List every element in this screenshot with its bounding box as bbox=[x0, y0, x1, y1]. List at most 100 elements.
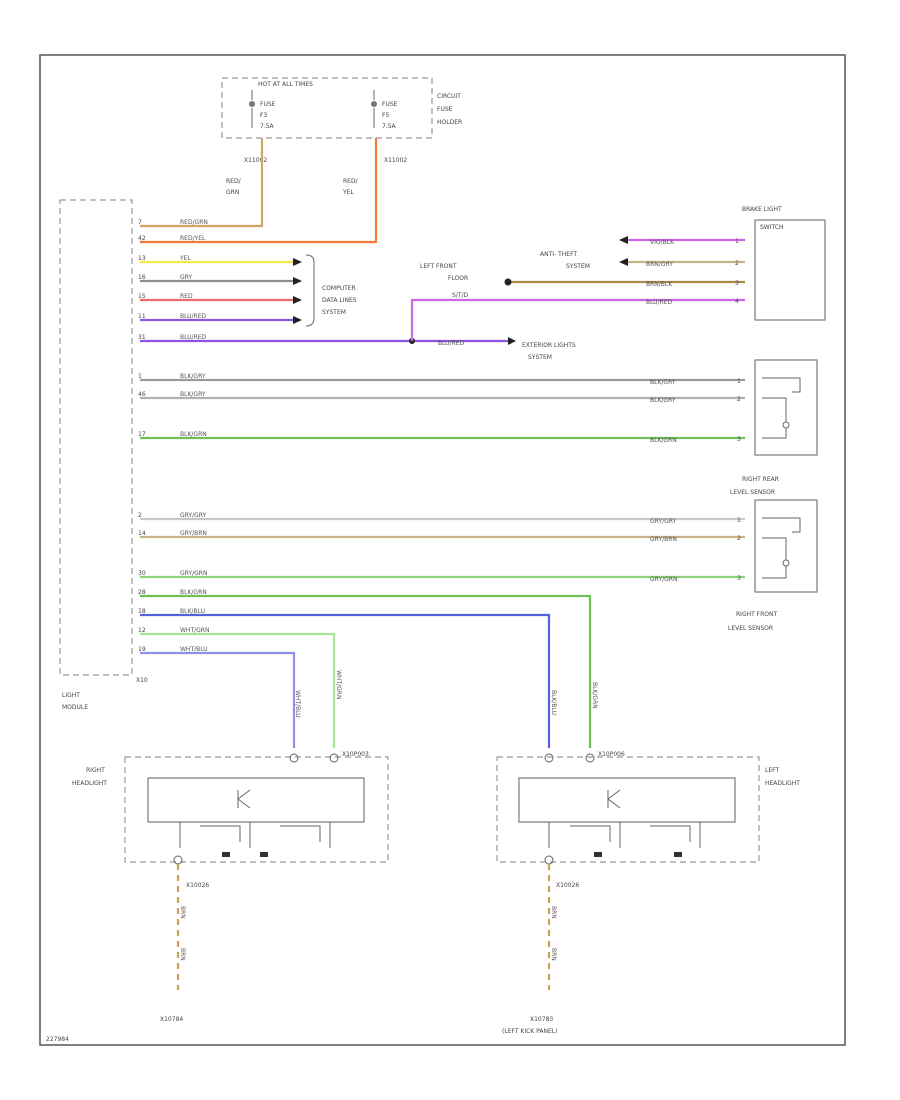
pin-number: 30 bbox=[138, 570, 146, 577]
pin-wire-label: GRY/BRN bbox=[180, 530, 207, 537]
brake-light-switch bbox=[754, 219, 826, 321]
pin-wire-label: GRY/GRN bbox=[180, 570, 207, 577]
right-hl-wire-2: WHT/GRN bbox=[335, 670, 342, 699]
brake-wire-1: VIO/BLK bbox=[650, 239, 675, 246]
ground-left-label-1: X10783 bbox=[530, 1016, 553, 1023]
pin-wire-label: GRY bbox=[180, 274, 192, 281]
computer-data-label-1: COMPUTER bbox=[322, 285, 356, 292]
fuse-conn-left: X11002 bbox=[244, 157, 267, 164]
exterior-wire-label: BLU/RED bbox=[438, 340, 465, 347]
pin-wire-label: BLU/RED bbox=[180, 313, 207, 320]
pin-wire-label: BLK/BLU bbox=[180, 608, 205, 615]
pin-number: 28 bbox=[138, 589, 146, 596]
pin-wire-label: BLK/GRN bbox=[180, 431, 207, 438]
ground-wire-right-2: BRN bbox=[179, 948, 186, 961]
right-headlight-label-2: HEADLIGHT bbox=[72, 780, 107, 787]
ground-right-label: X10784 bbox=[160, 1016, 183, 1023]
fuse-wire-left-2: GRN bbox=[226, 189, 239, 196]
pin-number: 42 bbox=[138, 235, 146, 242]
pin-number: 17 bbox=[138, 431, 146, 438]
brake-pin-1: 1 bbox=[735, 238, 739, 245]
left-front-floor-3: S/T/D bbox=[452, 292, 469, 299]
pin-number: 18 bbox=[138, 608, 146, 615]
left-headlight-label-1: LEFT bbox=[765, 767, 779, 774]
fuse-hot-label: HOT AT ALL TIMES bbox=[258, 81, 313, 88]
ground-left-label-2: (LEFT KICK PANEL) bbox=[502, 1028, 557, 1035]
rear-pin-1: 1 bbox=[737, 378, 741, 385]
footer-id: 227984 bbox=[46, 1036, 69, 1043]
right-headlight-label-1: RIGHT bbox=[86, 767, 105, 774]
right-hl-connector: X10P003 bbox=[342, 751, 369, 758]
rear-wire-2: BLK/GRY bbox=[650, 397, 676, 404]
pin-number: 12 bbox=[138, 627, 146, 634]
light-module-connector: X10 bbox=[136, 677, 148, 684]
fuse-left-rating: 7.5A bbox=[260, 123, 275, 130]
right-rear-level-sensor bbox=[754, 359, 818, 456]
right-hl-wire-1: WHT/BLU bbox=[294, 690, 301, 718]
pin-wire-label: RED/GRN bbox=[180, 219, 208, 226]
light-module-box bbox=[59, 199, 133, 676]
brake-switch-label-2: SWITCH bbox=[760, 224, 784, 231]
left-hl-wire-1: BLK/BLU bbox=[550, 690, 557, 715]
rear-pin-3: 3 bbox=[737, 436, 741, 443]
light-module-label-1: LIGHT bbox=[62, 692, 80, 699]
fuse-left-name: FUSE bbox=[260, 101, 276, 108]
wire-wht-blu-19 bbox=[140, 651, 296, 748]
computer-data-label-3: SYSTEM bbox=[322, 309, 346, 316]
rear-pin-2: 2 bbox=[737, 396, 741, 403]
pin-number: 46 bbox=[138, 391, 146, 398]
left-front-floor-2: FLOOR bbox=[448, 275, 468, 282]
pin-wire-label: WHT/BLU bbox=[180, 646, 208, 653]
ground-wire-left-1: BRN bbox=[550, 906, 557, 919]
rear-sensor-label-2: LEVEL SENSOR bbox=[730, 489, 775, 496]
pin-number: 11 bbox=[138, 313, 146, 320]
front-wire-2: GRY/BRN bbox=[650, 536, 677, 543]
diagram-frame bbox=[39, 54, 846, 1046]
pin-number: 16 bbox=[138, 274, 146, 281]
front-sensor-label-1: RIGHT FRONT bbox=[736, 611, 778, 618]
exterior-lights-label-1: EXTERIOR LIGHTS bbox=[522, 342, 576, 349]
left-headlight-label-2: HEADLIGHT bbox=[765, 780, 800, 787]
left-hl-connector: X10P006 bbox=[598, 751, 625, 758]
front-wire-3: GRY/GRN bbox=[650, 576, 677, 583]
pin-wire-label: BLK/GRY bbox=[180, 391, 206, 398]
brake-switch-label-1: BRAKE LIGHT bbox=[742, 206, 782, 213]
pin-number: 13 bbox=[138, 255, 146, 262]
computer-data-label-2: DATA LINES bbox=[322, 297, 357, 304]
pin-number: 7 bbox=[138, 219, 142, 226]
front-pin-2: 2 bbox=[737, 535, 741, 542]
right-headlight bbox=[124, 753, 389, 865]
fuse-wire-right-1: RED/ bbox=[343, 178, 359, 185]
pin-number: 31 bbox=[138, 334, 146, 341]
brake-wire-4: BLU/RED bbox=[646, 299, 673, 306]
left-front-floor-1: LEFT FRONT bbox=[420, 263, 457, 270]
fuse-holder-label-3: HOLDER bbox=[437, 119, 462, 126]
left-headlight bbox=[496, 753, 760, 865]
front-wire-1: GRY/GRY bbox=[650, 518, 677, 525]
wire-red-yel bbox=[140, 138, 378, 244]
rear-wire-3: BLK/GRN bbox=[650, 437, 677, 444]
brake-pin-3: 3 bbox=[735, 280, 739, 287]
rear-wire-1: BLK/GRY bbox=[650, 379, 676, 386]
wire-wht-grn-12 bbox=[140, 632, 336, 748]
exterior-lights-label-2: SYSTEM bbox=[528, 354, 552, 361]
rear-sensor-label-1: RIGHT REAR bbox=[742, 476, 779, 483]
pin-number: 14 bbox=[138, 530, 146, 537]
circuit-fuse-holder: HOT AT ALL TIMES CIRCUIT FUSE HOLDER FUS… bbox=[221, 77, 462, 139]
front-sensor-label-2: LEVEL SENSOR bbox=[728, 625, 773, 632]
pin-wire-label: RED bbox=[180, 293, 193, 300]
pin-number: 1 bbox=[138, 373, 142, 380]
fuse-right-id: F5 bbox=[382, 112, 389, 119]
ground-wire-left-2: BRN bbox=[550, 948, 557, 961]
pin-number: 19 bbox=[138, 646, 146, 653]
brake-pin-4: 4 bbox=[735, 298, 739, 305]
ground-wire-right-1: BRN bbox=[179, 906, 186, 919]
brake-wire-3: BRN/BLK bbox=[646, 281, 673, 288]
pin-wire-label: WHT/GRN bbox=[180, 627, 209, 634]
brake-wire-2: BRN/GRY bbox=[646, 261, 673, 268]
pin-wire-label: YEL bbox=[179, 255, 191, 262]
front-pin-1: 1 bbox=[737, 517, 741, 524]
front-pin-3: 3 bbox=[737, 575, 741, 582]
wire-blk-blu-18 bbox=[140, 613, 551, 748]
